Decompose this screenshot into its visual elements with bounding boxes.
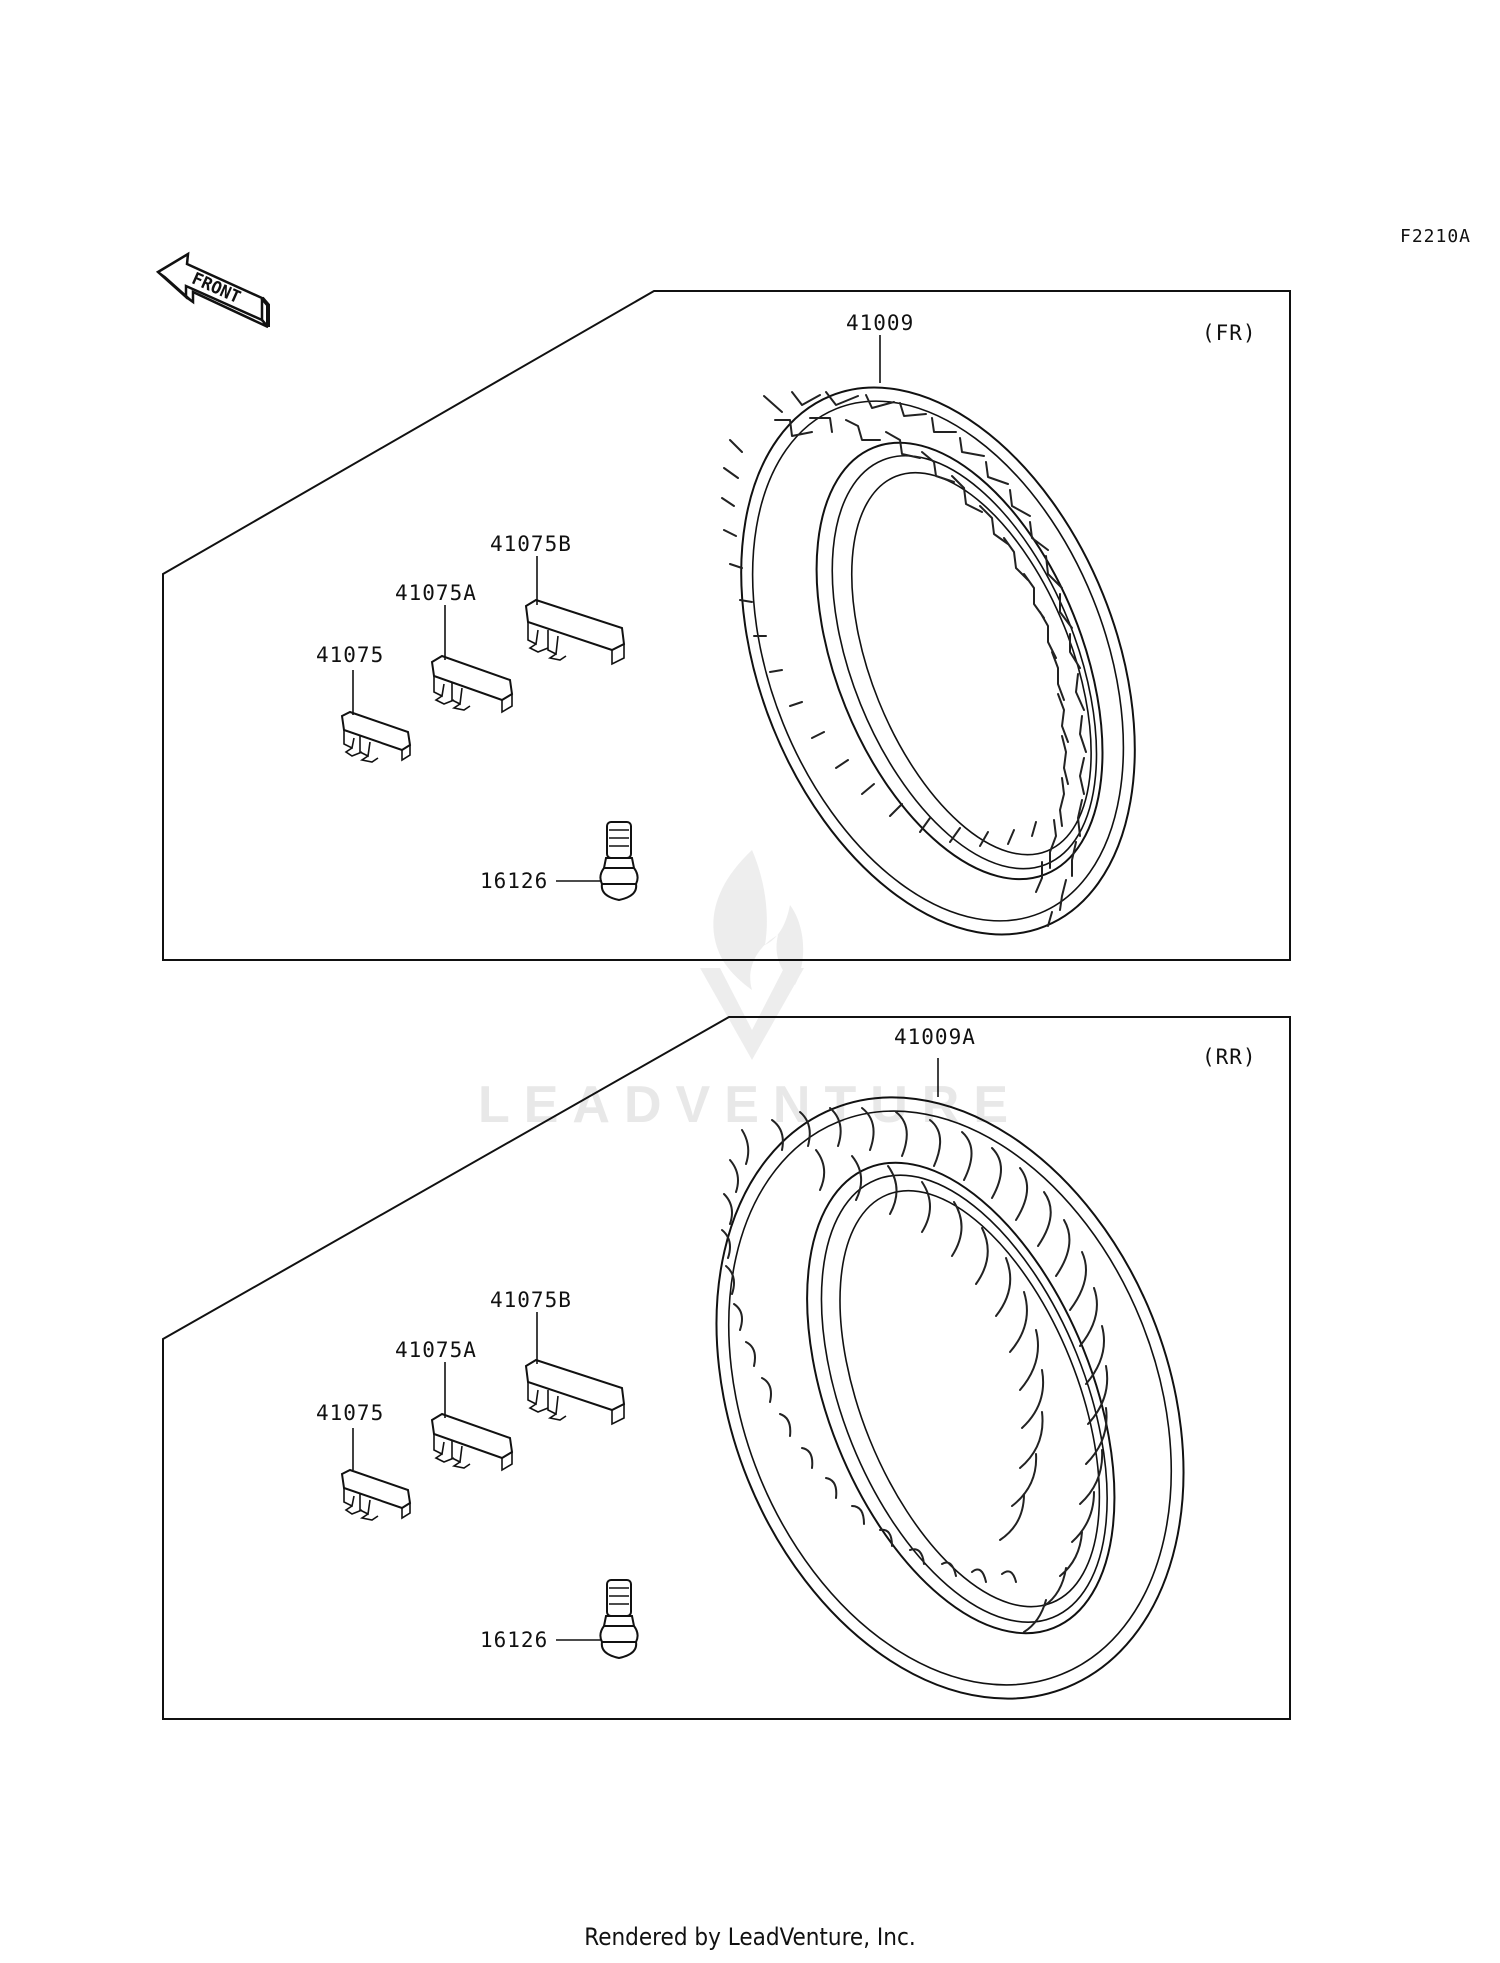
leadventure-watermark: LEADVENTURE (478, 850, 1022, 1134)
rear-tire-panel: (RR) 41009A 41075 (162, 1016, 1291, 1720)
front-tire: 41009 (721, 311, 1136, 936)
front-valve: 16126 (480, 821, 639, 902)
front-tire-panel: (FR) 41009 41075 (162, 290, 1291, 961)
watermark-text: LEADVENTURE (478, 1076, 1022, 1134)
front-weight-41075A: 41075A (395, 581, 514, 714)
front-arrow-icon: FRONT (155, 251, 270, 329)
front-valve-part-number: 16126 (480, 869, 548, 893)
rear-weight-41075A-label: 41075A (395, 1338, 477, 1362)
rear-weight-41075B-label: 41075B (490, 1288, 572, 1312)
rear-tire-part-number: 41009A (894, 1025, 976, 1049)
front-tread-pattern (721, 391, 1087, 927)
footer-credit: Rendered by LeadVenture, Inc. (584, 1923, 915, 1951)
front-position-tag: (FR) (1202, 321, 1257, 345)
rear-weight-41075B: 41075B (490, 1288, 626, 1426)
rear-tire: 41009A (715, 1025, 1185, 1700)
front-weight-41075A-label: 41075A (395, 581, 477, 605)
panel-border (162, 1016, 1291, 1720)
rear-tread-pattern (721, 1107, 1109, 1633)
front-tire-part-number: 41009 (846, 311, 914, 335)
panel-border (162, 290, 1291, 961)
rear-weight-41075-label: 41075 (316, 1401, 384, 1425)
front-weight-41075B-label: 41075B (490, 532, 572, 556)
front-weight-41075B: 41075B (490, 532, 626, 666)
front-weight-41075: 41075 (316, 643, 412, 763)
rear-weight-41075A: 41075A (395, 1338, 514, 1472)
rear-position-tag: (RR) (1202, 1045, 1257, 1069)
rear-valve: 16126 (480, 1579, 639, 1660)
rear-weight-41075: 41075 (316, 1401, 412, 1521)
figure-code: F2210A (1400, 226, 1471, 247)
front-weight-41075-label: 41075 (316, 643, 384, 667)
rear-valve-part-number: 16126 (480, 1628, 548, 1652)
